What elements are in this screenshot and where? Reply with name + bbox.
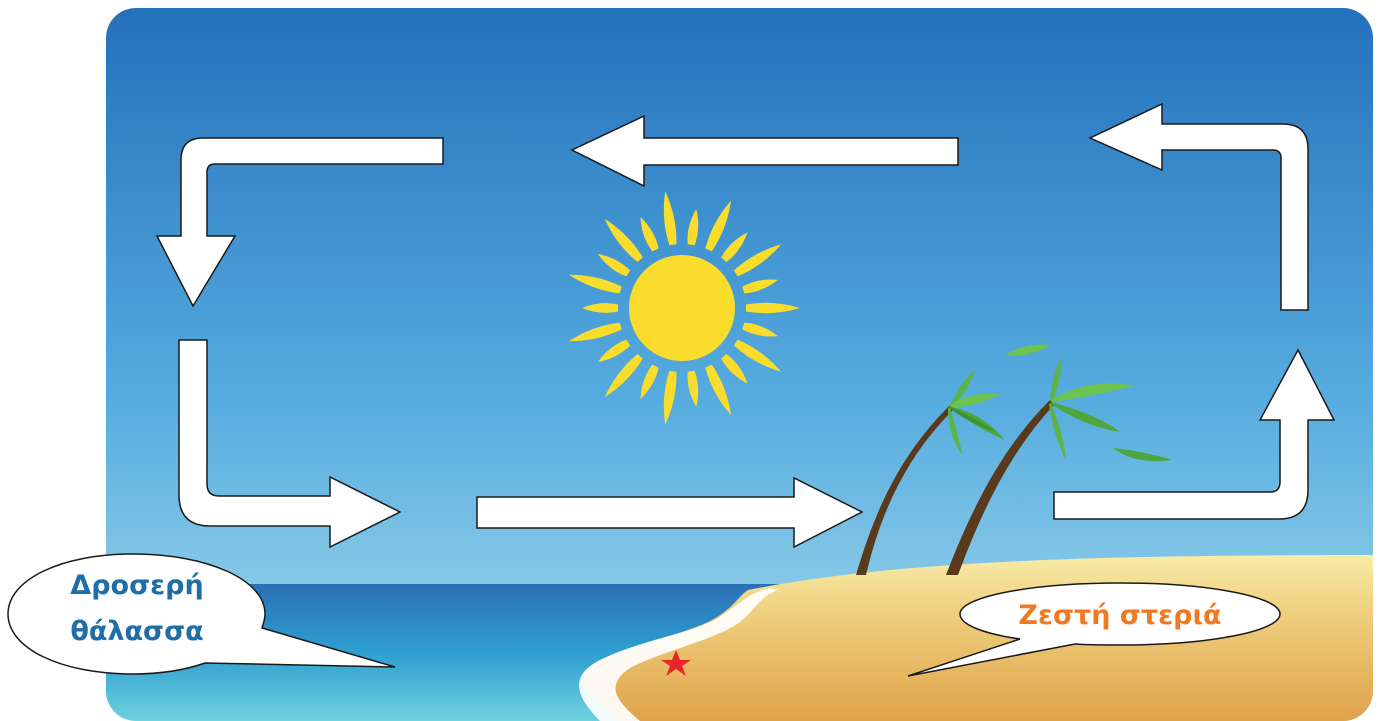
sun-ray (663, 191, 677, 246)
sun-ray (604, 218, 643, 263)
sun-ray (640, 364, 659, 399)
arrow-bottom-right-up (1053, 348, 1336, 520)
sea-label-bubble: Δροσερή θάλασσα (7, 553, 396, 675)
sun-ray (733, 339, 782, 372)
starfish (661, 650, 691, 676)
sun (568, 191, 800, 425)
sea-label-line2: θάλασσα (70, 616, 203, 647)
sun-ray (597, 339, 631, 363)
sun-ray (721, 232, 748, 263)
sun-ray (568, 274, 622, 294)
sun-ray (745, 302, 800, 314)
sun-ray (705, 364, 732, 416)
arrow-top-left-down (155, 137, 444, 308)
sun-ray (721, 353, 748, 384)
arrow-top-left (570, 114, 959, 188)
surf-foam (579, 588, 778, 721)
land-label-text: Ζεστή στεριά (1018, 600, 1221, 631)
sun-ray (705, 200, 732, 252)
sun-ray (663, 370, 677, 425)
palm-tree-right (946, 344, 1173, 575)
arrow-bottom-right (476, 476, 864, 549)
land-label-bubble: Ζεστή στεριά (907, 582, 1281, 677)
arrow-left-bottom-right (178, 339, 402, 549)
sun-ray (582, 303, 619, 313)
palm-tree-left (856, 370, 1005, 575)
sun-ray (604, 353, 643, 398)
sun-ray (568, 322, 622, 342)
sun-ray (733, 244, 782, 277)
sea-label-line1: Δροσερή (70, 570, 203, 601)
sun-ray (640, 217, 659, 252)
sun-ray (597, 253, 631, 277)
arrow-top-right-left (1088, 102, 1309, 311)
sun-ray (742, 279, 778, 294)
sun-ray (742, 322, 778, 337)
sun-ray (687, 209, 699, 246)
sun-ray (687, 370, 699, 407)
